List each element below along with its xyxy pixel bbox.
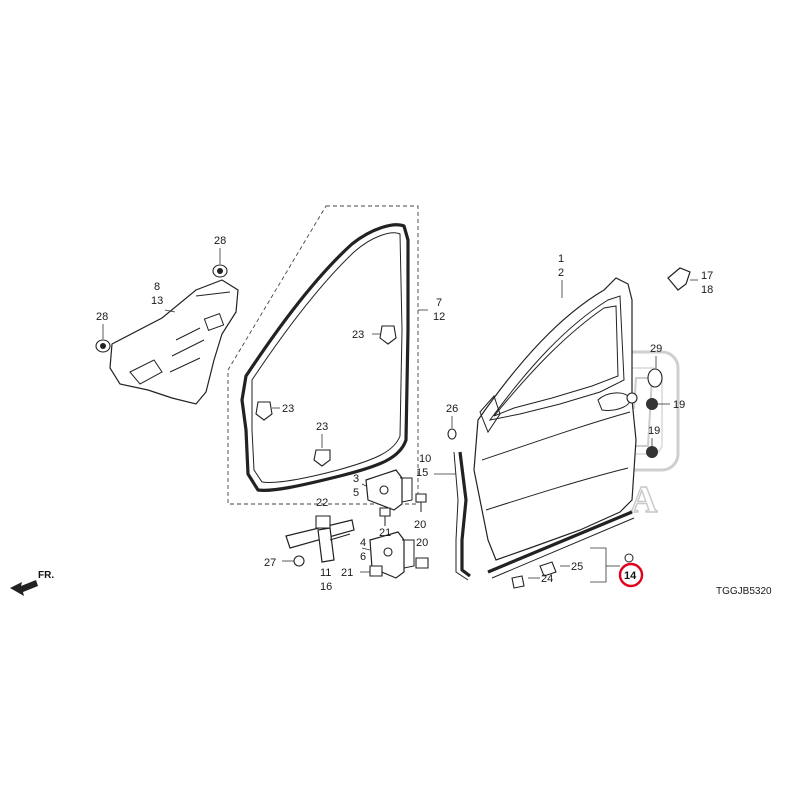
- callout-4: 4: [360, 537, 366, 549]
- bolt-20-lower: [415, 557, 429, 569]
- callout-15: 15: [416, 467, 428, 479]
- plug-19-upper: [646, 398, 670, 410]
- callout-2: 2: [558, 267, 564, 279]
- ring-26: [447, 416, 457, 440]
- clip-14-ring: [624, 553, 634, 563]
- door-insulator-part: [109, 279, 239, 405]
- callout-13: 13: [151, 295, 163, 307]
- door-checker-part: [285, 519, 355, 563]
- clip-23-upper: [372, 325, 397, 345]
- callout-1: 1: [558, 253, 564, 265]
- clip-28-lower: [95, 339, 111, 353]
- bolt-21-upper: [379, 507, 391, 526]
- callout-20: 20: [416, 537, 428, 549]
- callout-3: 3: [353, 473, 359, 485]
- callout-10: 10: [419, 453, 431, 465]
- callout-21: 21: [379, 527, 391, 539]
- bolt-21-lower: [360, 565, 383, 577]
- callout-17: 17: [701, 270, 713, 282]
- callout-24: 24: [541, 573, 553, 585]
- callout-25: 25: [571, 561, 583, 573]
- callout-5: 5: [353, 487, 359, 499]
- bolt-22: [315, 515, 331, 529]
- plug-29: [647, 356, 663, 388]
- bolt-20-upper: [415, 493, 427, 512]
- highlighted-callout-14[interactable]: 14: [618, 562, 644, 588]
- clip-23-lower: [313, 434, 331, 467]
- side-molding-part: [487, 510, 635, 579]
- callout-22: 22: [316, 497, 328, 509]
- callout-23: 23: [352, 329, 364, 341]
- front-direction-arrow: FR.: [10, 570, 54, 596]
- callout-14: 14: [624, 570, 637, 582]
- leader-8: [164, 309, 176, 313]
- callout-11: 11: [320, 567, 331, 579]
- trim-garnish-part: [667, 267, 698, 291]
- sash-seal-part: [434, 451, 471, 581]
- callout-29: 29: [650, 343, 662, 355]
- bolt-27: [282, 555, 305, 567]
- door-weatherstrip-part: [240, 223, 410, 492]
- callout-12: 12: [433, 311, 445, 323]
- door-panel-part: [473, 277, 638, 561]
- bracket-14: [590, 547, 607, 583]
- callout-20: 20: [414, 519, 426, 531]
- clip-24: [511, 575, 525, 589]
- callout-6: 6: [360, 551, 366, 563]
- callout-23: 23: [316, 421, 328, 433]
- weatherstrip-frame-dashed: [227, 205, 419, 505]
- callout-16: 16: [320, 581, 332, 593]
- callout-28: 28: [214, 235, 226, 247]
- callout-8: 8: [154, 281, 160, 293]
- clip-25: [539, 561, 557, 577]
- highlight-ring: [618, 562, 644, 588]
- callout-23: 23: [282, 403, 294, 415]
- callout-27: 27: [264, 557, 276, 569]
- clip-23-middle: [255, 401, 280, 421]
- figure-code: TGGJB5320: [716, 586, 772, 597]
- callout-19: 19: [673, 399, 685, 411]
- upper-hinge-part: [361, 469, 413, 511]
- callout-28: 28: [96, 311, 108, 323]
- callout-21: 21: [341, 567, 353, 579]
- callout-19: 19: [648, 425, 660, 437]
- callout-26: 26: [446, 403, 458, 415]
- plug-19-lower: [646, 438, 658, 458]
- clip-28-upper: [212, 264, 228, 278]
- direction-label: FR.: [38, 570, 54, 581]
- callout-7: 7: [436, 297, 442, 309]
- callout-18: 18: [701, 284, 713, 296]
